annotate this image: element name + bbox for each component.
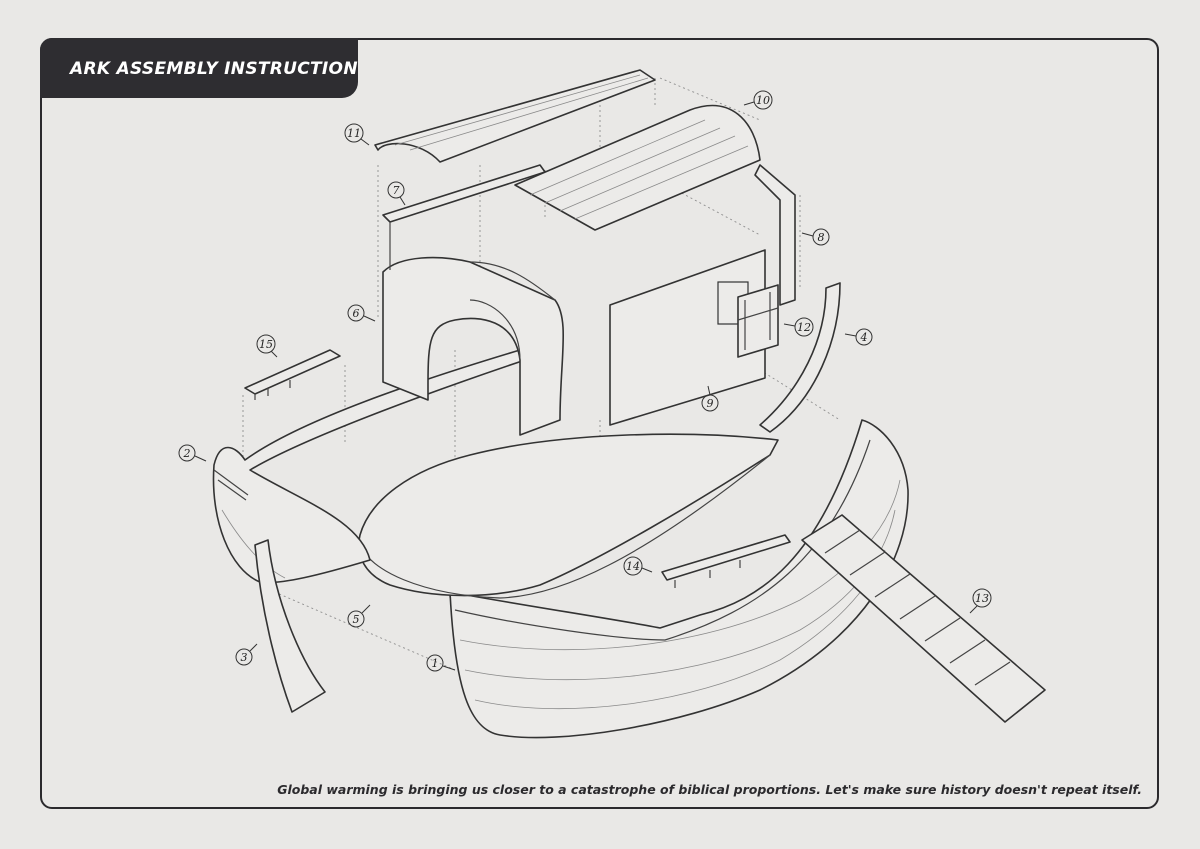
callout-6-label: 6: [353, 307, 360, 320]
side-fin-left-part: [254, 539, 326, 713]
callout-12-label: 12: [797, 321, 811, 334]
back-wall-part: [382, 164, 546, 270]
callout-4: 4: [844, 328, 873, 346]
callout-8-label: 8: [818, 231, 825, 244]
callout-8: 8: [801, 228, 830, 246]
callout-14: 14: [623, 556, 653, 576]
roof-panel-part: [374, 69, 656, 163]
callout-2: 2: [178, 444, 207, 462]
callout-15-label: 15: [259, 338, 273, 351]
callout-7: 7: [387, 181, 406, 206]
callout-13-label: 13: [975, 592, 989, 605]
rail-bottom-part: [661, 534, 791, 588]
callout-7-label: 7: [393, 184, 400, 197]
instruction-frame: [40, 38, 1159, 809]
callout-4-label: 4: [860, 331, 868, 344]
callout-1: 1: [426, 654, 456, 672]
callout-9-label: 9: [707, 397, 714, 410]
callout-15: 15: [256, 334, 278, 358]
callout-5: 5: [347, 604, 371, 628]
title-tab: ARK ASSEMBLY INSTRUCTION: [40, 38, 358, 98]
deck-part: [358, 433, 779, 599]
callout-1-label: 1: [432, 657, 439, 670]
callout-5-label: 5: [353, 613, 360, 626]
footer-caption: Global warming is bringing us closer to …: [277, 782, 1142, 797]
callout-2-label: 2: [183, 447, 191, 460]
side-fin-right-part: [759, 282, 841, 433]
callout-3: 3: [235, 643, 258, 666]
cabin-roof-part: [514, 104, 761, 231]
right-wall-part: [754, 164, 796, 306]
rail-top-part: [244, 349, 341, 400]
ramp-part: [801, 514, 1046, 723]
callout-9: 9: [701, 385, 719, 412]
arch-part: [382, 256, 565, 436]
callout-12: 12: [783, 317, 814, 337]
callout-10: 10: [743, 90, 773, 110]
callout-13: 13: [969, 588, 992, 614]
window-frame-part: [737, 284, 779, 358]
callout-11-label: 11: [347, 127, 361, 140]
callout-14-label: 14: [626, 560, 640, 573]
page-title: ARK ASSEMBLY INSTRUCTION: [70, 59, 358, 79]
callout-3-label: 3: [241, 651, 248, 664]
callout-11: 11: [344, 123, 370, 146]
callout-6: 6: [347, 304, 376, 322]
callout-10-label: 10: [756, 94, 770, 107]
